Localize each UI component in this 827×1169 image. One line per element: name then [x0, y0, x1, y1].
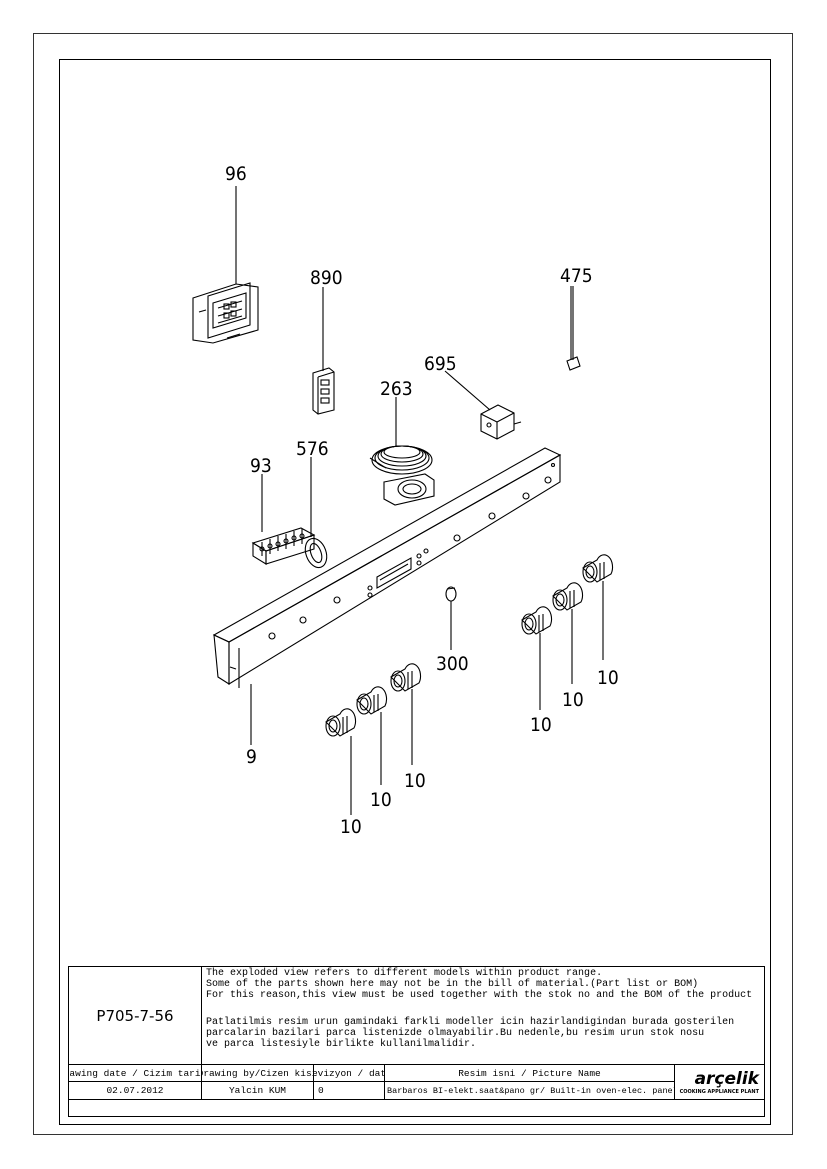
header-revision: Revizyon / date — [314, 1065, 385, 1082]
logo-brand: arçelik — [694, 1069, 759, 1089]
knob-10-a — [325, 708, 357, 737]
callout-10-e: 10 — [562, 689, 584, 711]
part-475-screw — [566, 286, 581, 371]
revision-value: 0 — [314, 1082, 385, 1100]
drawing-border — [59, 59, 771, 1125]
callout-9: 9 — [246, 746, 257, 768]
callout-10-a: 10 — [340, 816, 362, 838]
callout-576: 576 — [296, 438, 329, 460]
header-drawing-date: Drawing date / Cizim tarihi — [69, 1065, 202, 1082]
note-turkish: Patlatilmis resim urun gamindaki farkli … — [202, 1016, 765, 1065]
note-en-line-2: Some of the parts shown here may not be … — [206, 979, 699, 990]
note-en-line-3: For this reason,this view must be used t… — [206, 990, 753, 1001]
header-drawn-by: Drawing by/Cizen kisi — [202, 1065, 314, 1082]
part-263-cable-harness — [369, 445, 435, 506]
header-picture-name: Resim isni / Picture Name — [385, 1065, 675, 1082]
part-576-clip — [304, 537, 328, 569]
note-tr-line-2: parcalarin bazilari parca listenizde olm… — [206, 1028, 705, 1039]
part-695-switch — [480, 404, 522, 440]
part-890-connector — [312, 367, 335, 415]
note-tr-line-1: Patlatilmis resim urun gamindaki farkli … — [206, 1017, 735, 1028]
callout-475: 475 — [560, 265, 593, 287]
company-logo: arçelik COOKING APPLIANCE PLANT — [675, 1065, 765, 1100]
callout-10-b: 10 — [370, 789, 392, 811]
callout-263: 263 — [380, 378, 413, 400]
logo-tagline: COOKING APPLIANCE PLANT — [679, 1089, 759, 1095]
knob-10-c — [390, 663, 422, 692]
note-english: The exploded view refers to different mo… — [202, 967, 765, 1012]
drawing-date-value: 02.07.2012 — [69, 1082, 202, 1100]
callout-10-d: 10 — [530, 714, 552, 736]
title-block: P705-7-56 The exploded view refers to di… — [68, 966, 765, 1117]
callout-890: 890 — [310, 267, 343, 289]
part-9-control-panel — [212, 447, 562, 688]
leader-695 — [444, 370, 491, 411]
note-en-line-1: The exploded view refers to different mo… — [206, 968, 603, 979]
knob-10-e — [552, 582, 584, 611]
picture-name-value: Barbaros BI-elekt.saat&pano gr/ Built-in… — [385, 1082, 675, 1100]
callout-695: 695 — [424, 353, 457, 375]
callout-300: 300 — [436, 653, 469, 675]
drawn-by-value: Yalcin KUM — [202, 1082, 314, 1100]
page-border-outer — [33, 33, 793, 1135]
callout-93: 93 — [250, 455, 272, 477]
part-300-button — [445, 586, 457, 602]
drawing-code: P705-7-56 — [69, 967, 202, 1065]
note-tr-line-3: ve parca listesiyle birlikte kullanilmal… — [206, 1039, 477, 1050]
part-96-timer-module — [192, 282, 259, 344]
part-93-terminal-block — [251, 527, 316, 565]
knob-10-d — [521, 606, 553, 635]
callout-96: 96 — [225, 163, 247, 185]
knob-10-b — [356, 686, 388, 715]
knob-10-f — [582, 554, 614, 583]
callout-10-c: 10 — [404, 770, 426, 792]
callout-10-f: 10 — [597, 667, 619, 689]
